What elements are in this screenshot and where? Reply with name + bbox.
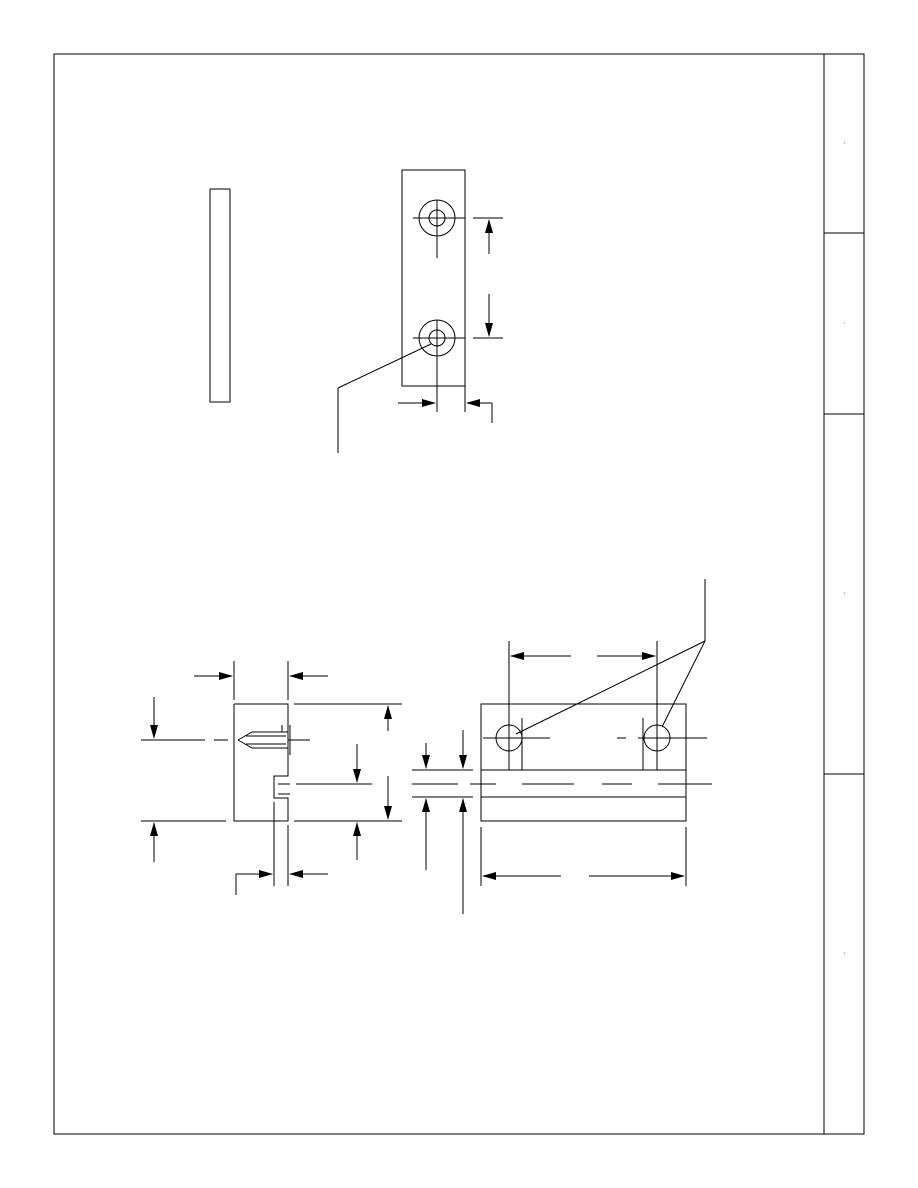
sheet-border <box>53 53 865 1135</box>
dimension-hole-spacing <box>473 217 503 339</box>
title-mark: · <box>843 949 846 958</box>
dimension-hole-edge <box>398 386 493 423</box>
dimension-front-slot <box>412 730 473 914</box>
top-view-hole-upper <box>413 199 465 258</box>
title-block-marks: · · · · <box>843 139 846 958</box>
dimension-hole-height <box>141 697 226 862</box>
end-view <box>141 661 402 895</box>
end-view-outline <box>233 703 289 822</box>
front-view-hole-right <box>617 718 707 770</box>
side-view <box>209 188 231 403</box>
end-view-tapped-hole <box>214 725 310 755</box>
top-view-hole-lower <box>413 319 465 412</box>
front-view-outline <box>480 703 687 822</box>
title-mark: · <box>843 589 846 598</box>
front-view <box>412 579 712 914</box>
dimension-slot-width <box>235 802 328 895</box>
dimension-hole-pitch <box>508 641 658 722</box>
title-block <box>824 232 864 775</box>
top-view-outline <box>401 169 466 387</box>
title-mark: · <box>843 139 846 148</box>
dimension-overall-length <box>480 827 687 886</box>
title-mark: · <box>843 319 846 328</box>
front-view-hole-left <box>483 718 550 770</box>
top-view <box>337 169 503 453</box>
dimension-end-width <box>194 661 328 700</box>
leader-hole-callout <box>337 343 432 453</box>
dimension-overall-height <box>294 703 402 822</box>
leader-front-holes <box>515 579 706 735</box>
